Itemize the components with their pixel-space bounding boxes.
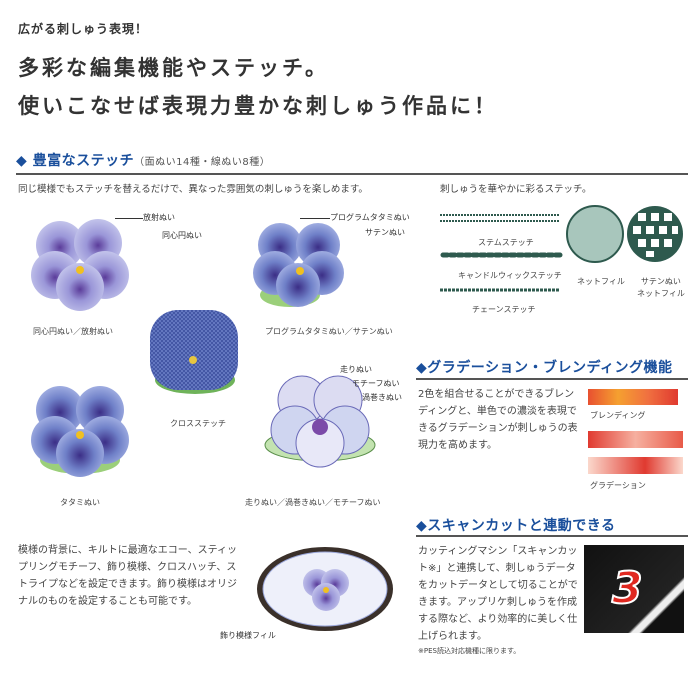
fill-text: 模様の背景に、キルトに最適なエコー、スティップリングモチーフ、飾り模様、クロスハ… bbox=[18, 545, 237, 607]
callout-satin: サテンぬい bbox=[365, 228, 405, 237]
divider bbox=[416, 535, 688, 537]
section-title-stitches: ◆ 豊富なステッチ（面ぬい14種・線ぬい8種） bbox=[16, 153, 271, 169]
flower-concentric bbox=[31, 219, 129, 311]
satin-net-fill-sample bbox=[627, 206, 683, 262]
gradation-text: 2色を組合せることができるブレンディングと、単色での濃淡を表現できるグラデーショ… bbox=[418, 389, 578, 451]
stitches-intro: 同じ模様でもステッチを替えるだけで、異なった雰囲気の刺しゅうを楽しめます。 bbox=[18, 184, 368, 195]
callout-motif: モチーフぬい bbox=[352, 379, 400, 388]
net-fill-sample bbox=[566, 205, 624, 263]
flower-cross-stitch bbox=[150, 310, 238, 394]
label-stem: ステムステッチ bbox=[478, 238, 534, 247]
callout-program: プログラムタタミぬい bbox=[330, 213, 410, 222]
scancut-text: カッティングマシン「スキャンカット※」と連携して、刺しゅうデータをカットデータと… bbox=[418, 546, 578, 642]
flower-illustrations bbox=[31, 219, 376, 477]
caption-concentric: 同心円ぬい／放射ぬい bbox=[33, 327, 113, 336]
kicker: 広がる刺しゅう表現！ bbox=[18, 22, 149, 36]
divider bbox=[16, 173, 688, 175]
caption-cross: クロスステッチ bbox=[170, 419, 226, 428]
gradation-swatch-2 bbox=[588, 457, 683, 474]
callout-spiral: 渦巻きぬい bbox=[362, 393, 402, 402]
gradation-swatch-1 bbox=[588, 431, 683, 448]
scancut-note: ※PES読込対応機種に限ります。 bbox=[418, 647, 521, 655]
caption-program: プログラムタタミぬい／サテンぬい bbox=[265, 327, 393, 336]
fill-pattern-illustration bbox=[257, 547, 393, 631]
decor-intro: 刺しゅうを華やかに彩るステッチ。 bbox=[440, 184, 592, 195]
caption-running: 走りぬい／渦巻きぬい／モチーフぬい bbox=[245, 498, 381, 507]
flower-tatami bbox=[31, 386, 129, 477]
flower-program-fill bbox=[253, 223, 344, 307]
headline-1: 多彩な編集機能やステッチ。 bbox=[18, 56, 329, 80]
section-title-gradation: ◆グラデーション・ブレンディング機能 bbox=[416, 360, 673, 376]
decor-stitch-samples bbox=[440, 205, 683, 292]
label-candlewick: キャンドルウィックステッチ bbox=[458, 271, 562, 280]
label-decor-fill: 飾り模様フィル bbox=[220, 631, 276, 640]
label-chain: チェーンステッチ bbox=[472, 305, 536, 314]
caption-tatami: タタミぬい bbox=[60, 498, 100, 507]
divider bbox=[416, 378, 688, 380]
stem-stitch-sample bbox=[440, 214, 560, 222]
patch-number: 3 bbox=[611, 562, 644, 615]
blending-swatch bbox=[588, 389, 678, 405]
label-blending: ブレンディング bbox=[590, 411, 646, 420]
headline-2: 使いこなせば表現力豊かな刺しゅう作品に！ bbox=[18, 94, 498, 118]
callout-running: 走りぬい bbox=[340, 365, 372, 374]
label-gradation: グラデーション bbox=[590, 481, 646, 490]
label-net-fill: ネットフィル bbox=[577, 277, 625, 286]
callout-radial: 放射ぬい bbox=[143, 213, 175, 222]
applique-photo: 3 bbox=[584, 545, 684, 633]
callout-concentric: 同心円ぬい bbox=[162, 231, 202, 240]
label-satin-net-fill: サテンぬい ネットフィル bbox=[637, 277, 685, 298]
flower-running-stitch bbox=[264, 375, 376, 468]
section-title-scancut: ◆スキャンカットと連動できる bbox=[416, 518, 616, 534]
